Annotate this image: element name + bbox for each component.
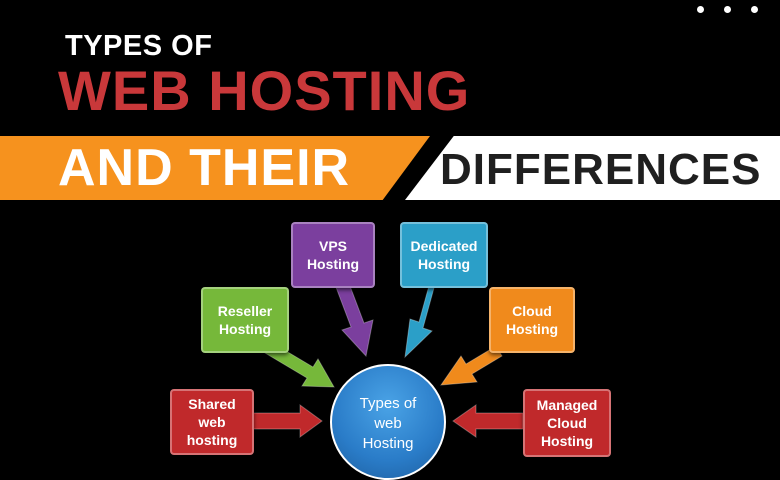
arrow-dedicated [404,280,435,359]
banner [0,136,780,200]
node-reseller: Reseller Hosting [201,287,289,353]
banner-left-text: AND THEIR [58,139,351,197]
node-vps: VPS Hosting [291,222,375,288]
arrow-shared [251,404,323,438]
arrow-managed [452,404,524,438]
diagram-arrows [251,277,524,438]
banner-orange-stripe [0,136,430,200]
banner-right-text: DIFFERENCES [440,145,762,194]
arrow-reseller [264,341,335,388]
dot [697,6,704,13]
dot [751,6,758,13]
more-options-icon[interactable] [697,6,758,13]
hosting-diagram: Shared web hosting Reseller Hosting VPS … [170,222,611,480]
arrow-vps [333,277,374,358]
node-dedicated: Dedicated Hosting [400,222,488,288]
title-line-1: TYPES OF [65,30,213,62]
node-shared: Shared web hosting [170,389,254,455]
arrow-cloud [439,345,503,386]
node-cloud: Cloud Hosting [489,287,575,353]
dot [724,6,731,13]
title-line-2: WEB HOSTING [58,59,471,122]
banner-white-stripe [405,136,780,200]
node-managed: Managed Cloud Hosting [523,389,611,457]
center-node: Types of web Hosting [330,364,446,480]
